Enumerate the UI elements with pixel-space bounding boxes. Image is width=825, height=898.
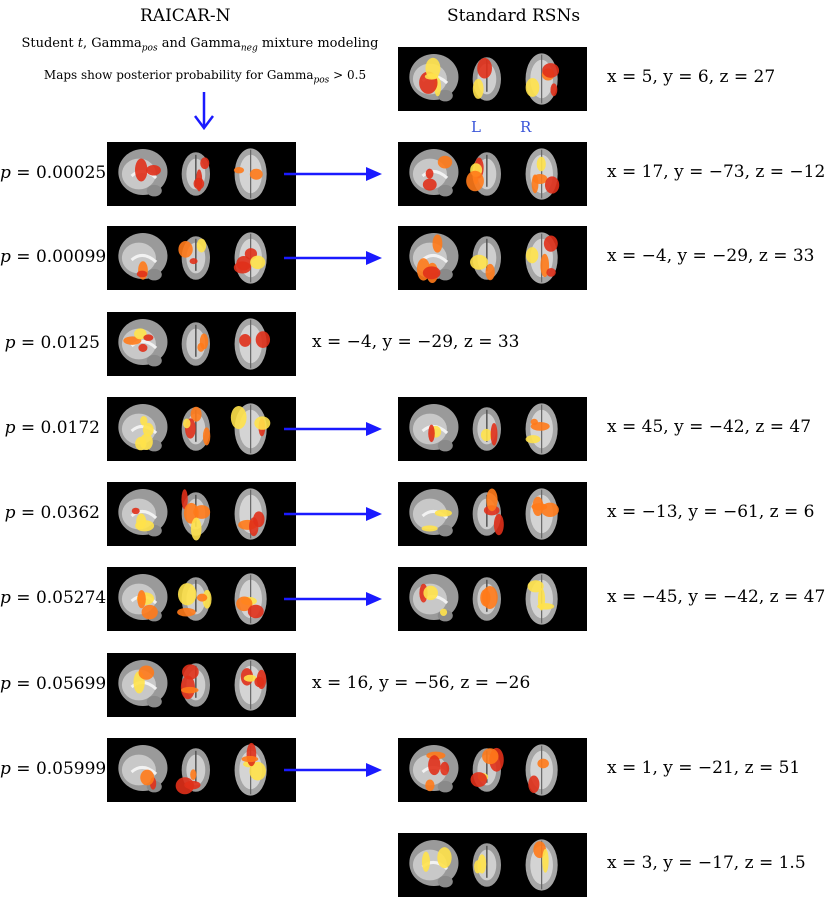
- standard-rsn-panel: [398, 47, 587, 111]
- mixture-model-note: Student t, Gammapos and Gammaneg mixture…: [21, 36, 379, 54]
- p-value-label: p = 0.0125: [4, 333, 100, 353]
- p-value: 0.00099: [35, 247, 107, 267]
- standard-rsn-panel: [398, 142, 587, 206]
- p-value-label: p = 0.00025: [0, 163, 107, 183]
- p-value-label: p = 0.05699: [0, 674, 107, 694]
- standard-rsn-panel: [398, 397, 587, 461]
- rsn-coordinates: x = −13, y = −61, z = 6: [607, 502, 815, 522]
- raicar-component-panel: [107, 397, 296, 461]
- p-value: 0.05274: [35, 588, 107, 608]
- down-arrow-icon: [194, 92, 214, 131]
- match-arrow-icon: [284, 592, 382, 606]
- match-arrow-icon: [284, 251, 382, 265]
- p-value-label: p = 0.0362: [4, 503, 100, 523]
- p-value-label: p = 0.05999: [0, 759, 107, 779]
- standard-rsns-header: Standard RSNs: [447, 6, 581, 26]
- p-value-label: p = 0.05274: [0, 588, 107, 608]
- component-coordinates: x = 16, y = −56, z = −26: [312, 673, 531, 693]
- standard-rsn-panel: [398, 567, 587, 631]
- p-value: 0.0362: [40, 503, 100, 523]
- raicar-component-panel: [107, 226, 296, 290]
- p-value: 0.05699: [35, 674, 107, 694]
- raicar-component-panel: [107, 312, 296, 376]
- match-arrow-icon: [284, 763, 382, 777]
- component-coordinates: x = −4, y = −29, z = 33: [312, 332, 520, 352]
- posterior-note: Maps show posterior probability for Gamm…: [43, 68, 367, 86]
- raicar-component-panel: [107, 738, 296, 802]
- raicar-component-panel: [107, 142, 296, 206]
- p-value: 0.0172: [40, 418, 100, 438]
- rsn-coordinates: x = 3, y = −17, z = 1.5: [607, 853, 806, 873]
- rsn-coordinates: x = 17, y = −73, z = −12: [607, 162, 825, 182]
- match-arrow-icon: [284, 422, 382, 436]
- p-value-label: p = 0.0172: [4, 418, 100, 438]
- p-value-label: p = 0.00099: [0, 247, 107, 267]
- rsn-coordinates: x = 1, y = −21, z = 51: [607, 758, 801, 778]
- right-hemisphere-label: R: [520, 118, 532, 136]
- match-arrow-icon: [284, 507, 382, 521]
- match-arrow-icon: [284, 167, 382, 181]
- rsn-coordinates: x = 45, y = −42, z = 47: [607, 417, 812, 437]
- standard-rsn-panel: [398, 833, 587, 897]
- standard-rsn-panel: [398, 482, 587, 546]
- raicar-component-panel: [107, 653, 296, 717]
- rsn-coordinates: x = −45, y = −42, z = 47: [607, 587, 825, 607]
- p-value: 0.0125: [40, 333, 100, 353]
- rsn-coordinates: x = −4, y = −29, z = 33: [607, 246, 815, 266]
- raicar-component-panel: [107, 567, 296, 631]
- raicar-component-panel: [107, 482, 296, 546]
- standard-rsn-panel: [398, 738, 587, 802]
- p-value: 0.00025: [35, 163, 107, 183]
- standard-rsn-panel: [398, 226, 587, 290]
- p-value: 0.05999: [35, 759, 107, 779]
- rsn-coordinates: x = 5, y = 6, z = 27: [607, 67, 776, 87]
- left-hemisphere-label: L: [471, 118, 481, 136]
- raicar-header: RAICAR-N: [140, 6, 231, 26]
